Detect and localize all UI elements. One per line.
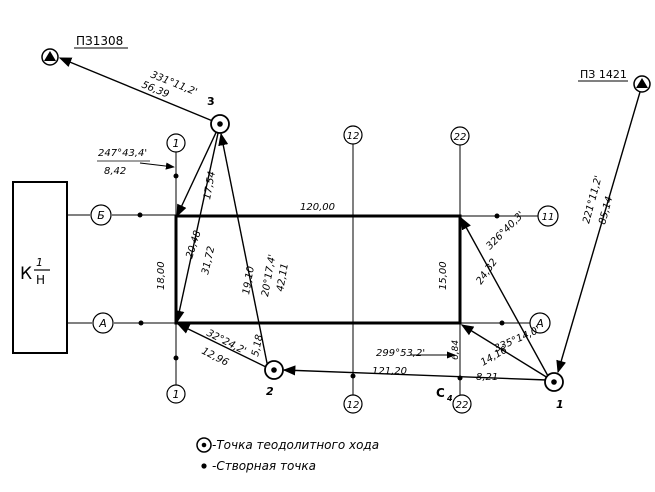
building-label-num: 1 [36,256,43,269]
axis-22-top-label: 22 [454,132,467,143]
bearing-299: 299°53,2' [376,348,425,359]
axis-a-left-label: А [98,317,107,330]
legend: -Точка теодолитного хода -Створная точка [196,437,379,473]
axis-lines [67,144,538,397]
dist-12120: 121,20 [372,366,407,377]
station-3-label: 3 [207,95,215,108]
axis-12-top-label: 12 [347,131,360,142]
dist-12000: 120,00 [300,202,335,213]
axis-12-bottom-label: 12 [347,400,360,411]
building-label-k: К [20,264,32,284]
benchmark-pz1308-label: ПЗ1308 [76,34,123,48]
dist-8514: 85,14 [597,195,615,226]
dist-842: 8,42 [104,166,126,177]
station-c4-sub: 4 [446,394,453,403]
benchmark-pz1421-label: ПЗ 1421 [580,68,627,81]
traverse-stations: 3 2 1 С 4 [207,95,564,411]
axis-a-right-label: А [535,317,544,330]
dist-518: 5,18 [250,334,265,358]
axis-labels: Б А А 1 1 12 12 22 22 11 [90,125,559,414]
dist-821: 8,21 [476,372,498,383]
legend-alignment-text: -Створная точка [212,459,316,473]
dist-2048: 20,48 [184,229,203,260]
dist-1910: 19,10 [241,265,257,295]
station-1-label: 1 [556,398,564,411]
dist-3172: 31,72 [200,245,217,275]
building: К 1 Н [12,181,68,354]
axis-1-bottom-label: 1 [173,388,180,401]
benchmark-pz1308: ПЗ1308 [41,34,128,66]
bearing-247: 247°43,4' [98,148,147,159]
dist-1500: 15,00 [438,261,449,290]
footprint-rectangle [174,214,462,325]
axis-22-bottom-label: 22 [456,400,469,411]
axis-1-top-label: 1 [173,137,180,150]
station-c4-label: С [436,386,445,400]
axis-b-label: Б [97,209,105,222]
dist-1800: 18,00 [156,261,167,290]
dist-684: 6,84 [451,340,461,360]
axis-11-label: 11 [542,212,555,223]
legend-traverse-text: -Точка теодолитного хода [212,438,379,452]
station-2-label: 2 [266,385,274,398]
dist-1296: 12,96 [200,346,231,369]
dist-1754: 17,54 [202,170,218,200]
building-label-den: Н [36,273,45,287]
traverse-lines [58,57,641,381]
alignment-points [137,173,505,381]
dist-4211: 42,11 [275,262,291,292]
benchmark-pz1421: ПЗ 1421 [578,68,651,93]
